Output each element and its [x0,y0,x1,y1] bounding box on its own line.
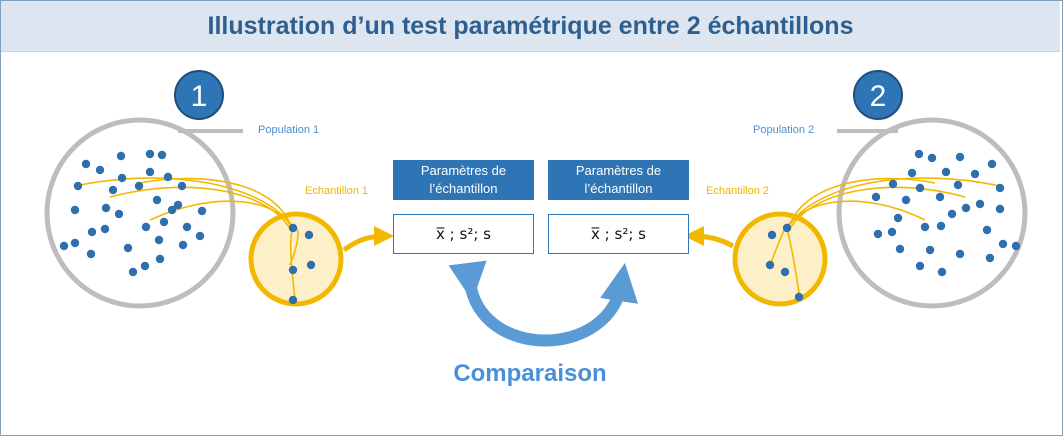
stats-box-1: x̅ ; s²; s [393,214,534,254]
badge-1: 1 [174,70,224,120]
population-2-label: Population 2 [753,124,815,136]
arrow-sample-1-to-stats [342,226,394,253]
population-1-label: Population 1 [258,124,320,136]
arrow-sample-2-to-stats [684,226,735,249]
params-header-1-line2: l’échantillon [429,181,498,196]
params-header-1: Paramètres de l’échantillon [393,160,534,200]
comparison-arrow [448,260,639,347]
population-1-circle [44,117,236,309]
population-1-dots [59,149,207,277]
sample-2-circle [732,211,828,307]
params-header-2: Paramètres de l’échantillon [548,160,689,200]
sample-1-circle [248,211,344,307]
badge-2-number: 2 [870,80,887,113]
params-header-1-line1: Paramètres de [420,163,507,178]
title-bar: Illustration d’un test paramétrique entr… [1,1,1060,52]
comparison-label: Comparaison [453,360,607,387]
population-2-dots [871,149,1021,277]
badge-1-number: 1 [191,80,208,113]
sample-2-label: Echantillon 2 [706,185,769,197]
sample-1-label: Echantillon 1 [305,185,368,197]
params-header-2-line2: l’échantillon [584,181,653,196]
population-2-circle [836,117,1028,309]
badge-2: 2 [853,70,903,120]
sample-1-dots [288,223,316,305]
params-header-2-line1: Paramètres de [575,163,662,178]
sample-2-dots [765,223,804,302]
stats-box-2: x̅ ; s²; s [548,214,689,254]
figure-title: Illustration d’un test paramétrique entr… [207,12,854,40]
